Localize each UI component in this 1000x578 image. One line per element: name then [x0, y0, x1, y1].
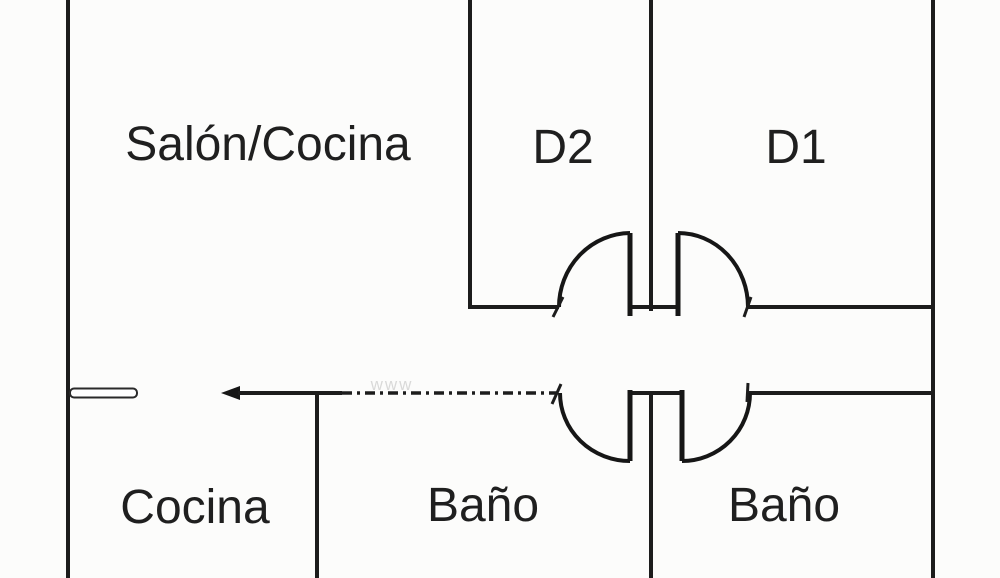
watermark-text: www	[370, 375, 414, 394]
room-label-salon-cocina: Salón/Cocina	[125, 118, 411, 171]
window-symbol	[69, 387, 138, 399]
room-label-cocina: Cocina	[120, 481, 270, 534]
door-bano-right-jamb-tick	[745, 382, 750, 403]
room-label-bano-left: Baño	[427, 479, 539, 532]
door-d2-jamb-tick	[551, 296, 565, 318]
door-d2-swing-arc	[557, 231, 631, 308]
room-label-d1: D1	[765, 121, 826, 174]
wall-end-arrow	[221, 386, 240, 400]
door-bano-left-swing-arc	[558, 392, 631, 463]
door-bano-right-swing-arc	[681, 392, 752, 463]
door-d1-swing-arc	[677, 231, 750, 308]
room-label-d2: D2	[532, 121, 593, 174]
room-label-bano-right: Baño	[728, 479, 840, 532]
door-d1-jamb-tick	[742, 296, 753, 318]
door-bano-left-jamb-tick	[550, 383, 563, 405]
